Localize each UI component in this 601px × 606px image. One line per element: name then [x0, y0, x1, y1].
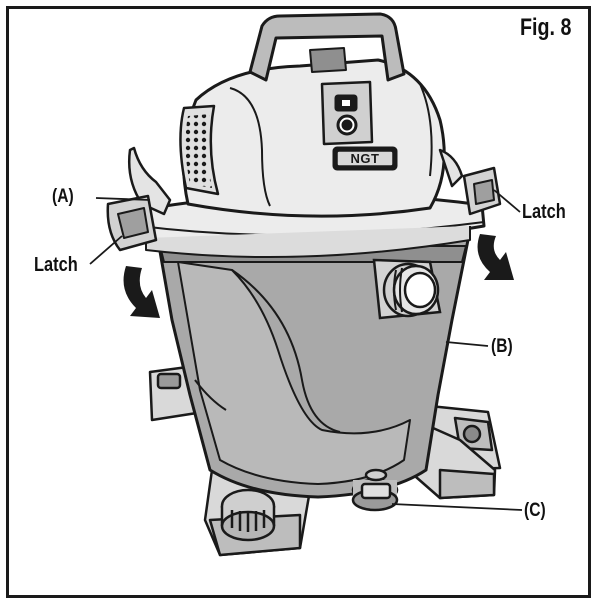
leader-lines: [89, 189, 523, 511]
leader-line-drain-cap: [391, 503, 523, 511]
drain-cap: [351, 468, 399, 512]
leader-line-latch-right: [493, 189, 521, 213]
callout-latch-right: Latch: [522, 201, 566, 223]
latch-left: [106, 146, 172, 252]
hose-inlet: [372, 258, 442, 320]
callout-drain-cap: (C): [524, 500, 546, 521]
brand-badge-text: NGT: [350, 151, 380, 166]
callout-lid: (A): [52, 186, 74, 207]
callout-tank: (B): [491, 336, 513, 357]
caster-wheel: [220, 488, 276, 542]
latch-right: [438, 148, 502, 216]
leader-line-tank: [445, 341, 489, 347]
figure-title: Fig. 8: [520, 14, 572, 41]
motor-head: [179, 58, 446, 218]
callout-latch-left: Latch: [34, 254, 78, 276]
latch-arrow-left: [123, 266, 160, 318]
leader-line-latch-left: [89, 235, 123, 265]
carry-handle: [248, 12, 406, 82]
latch-arrow-right: [477, 234, 514, 280]
leader-line-lid: [95, 197, 151, 201]
